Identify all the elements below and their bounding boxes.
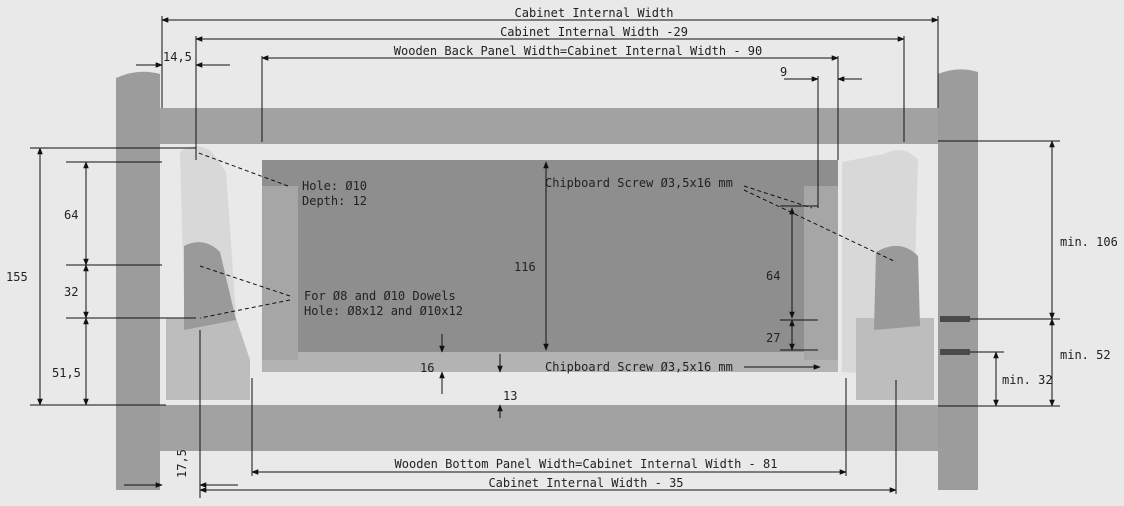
label-9: 9 [780,65,787,79]
label-27: 27 [766,331,780,345]
right-runner [856,318,934,400]
right-back-bracket [804,186,838,360]
label-13: 13 [503,389,517,403]
label-dowel-line2: Hole: Ø8x12 and Ø10x12 [304,304,463,318]
top-rail [160,108,938,144]
label-64-right: 64 [766,269,780,283]
left-back-bracket [262,186,298,360]
horizontal-dimensions: Cabinet Internal Width Cabinet Internal … [124,6,939,498]
leader-hole [195,151,289,187]
leader-screw-top-b [743,189,897,263]
leader-dowel-upper [199,265,291,297]
label-cabinet-internal-width: Cabinet Internal Width [515,6,674,20]
left-runner [166,318,250,400]
right-cabinet-wall [938,69,978,490]
label-16: 16 [420,361,434,375]
leader-screw-top-a [743,185,813,209]
label-dowel-line1: For Ø8 and Ø10 Dowels [304,289,456,303]
left-cabinet-wall [116,71,160,490]
label-17-5: 17,5 [175,449,189,478]
label-min-32: min. 32 [1002,373,1053,387]
mounting-screw-lower [940,349,970,355]
label-screw-bottom: Chipboard Screw Ø3,5x16 mm [545,360,733,374]
label-bottom-panel-width: Wooden Bottom Panel Width=Cabinet Intern… [395,457,778,471]
label-116: 116 [514,260,536,274]
bottom-panel-edge [262,352,838,372]
label-14-5: 14,5 [163,50,192,64]
label-32-left: 32 [64,285,78,299]
label-64-left: 64 [64,208,78,222]
bottom-rail [160,405,938,451]
left-vertical-dimensions: 155 64 32 51,5 [6,147,196,406]
label-51-5: 51,5 [52,366,81,380]
right-vertical-dimensions: 64 27 min. 106 min. 52 min. 32 [766,140,1118,407]
cabinet-structure [116,69,978,490]
label-155: 155 [6,270,28,284]
label-cabinet-internal-width-29: Cabinet Internal Width -29 [500,25,688,39]
label-back-panel-width: Wooden Back Panel Width=Cabinet Internal… [394,44,762,58]
label-min-52: min. 52 [1060,348,1111,362]
drawer-assembly [166,146,970,400]
callouts: Hole: Ø10 Depth: 12 For Ø8 and Ø10 Dowel… [195,151,897,374]
right-clip-mechanism [874,245,920,330]
center-dimensions: 116 16 13 [420,161,549,418]
label-screw-top: Chipboard Screw Ø3,5x16 mm [545,176,733,190]
label-hole-line1: Hole: Ø10 [302,179,367,193]
label-cabinet-internal-width-35: Cabinet Internal Width - 35 [488,476,683,490]
leader-dowel-lower [199,299,291,319]
label-hole-line2: Depth: 12 [302,194,367,208]
left-clip-mechanism [184,242,236,330]
label-min-106: min. 106 [1060,235,1118,249]
wooden-back-panel [262,160,838,352]
mounting-screw-upper [940,316,970,322]
